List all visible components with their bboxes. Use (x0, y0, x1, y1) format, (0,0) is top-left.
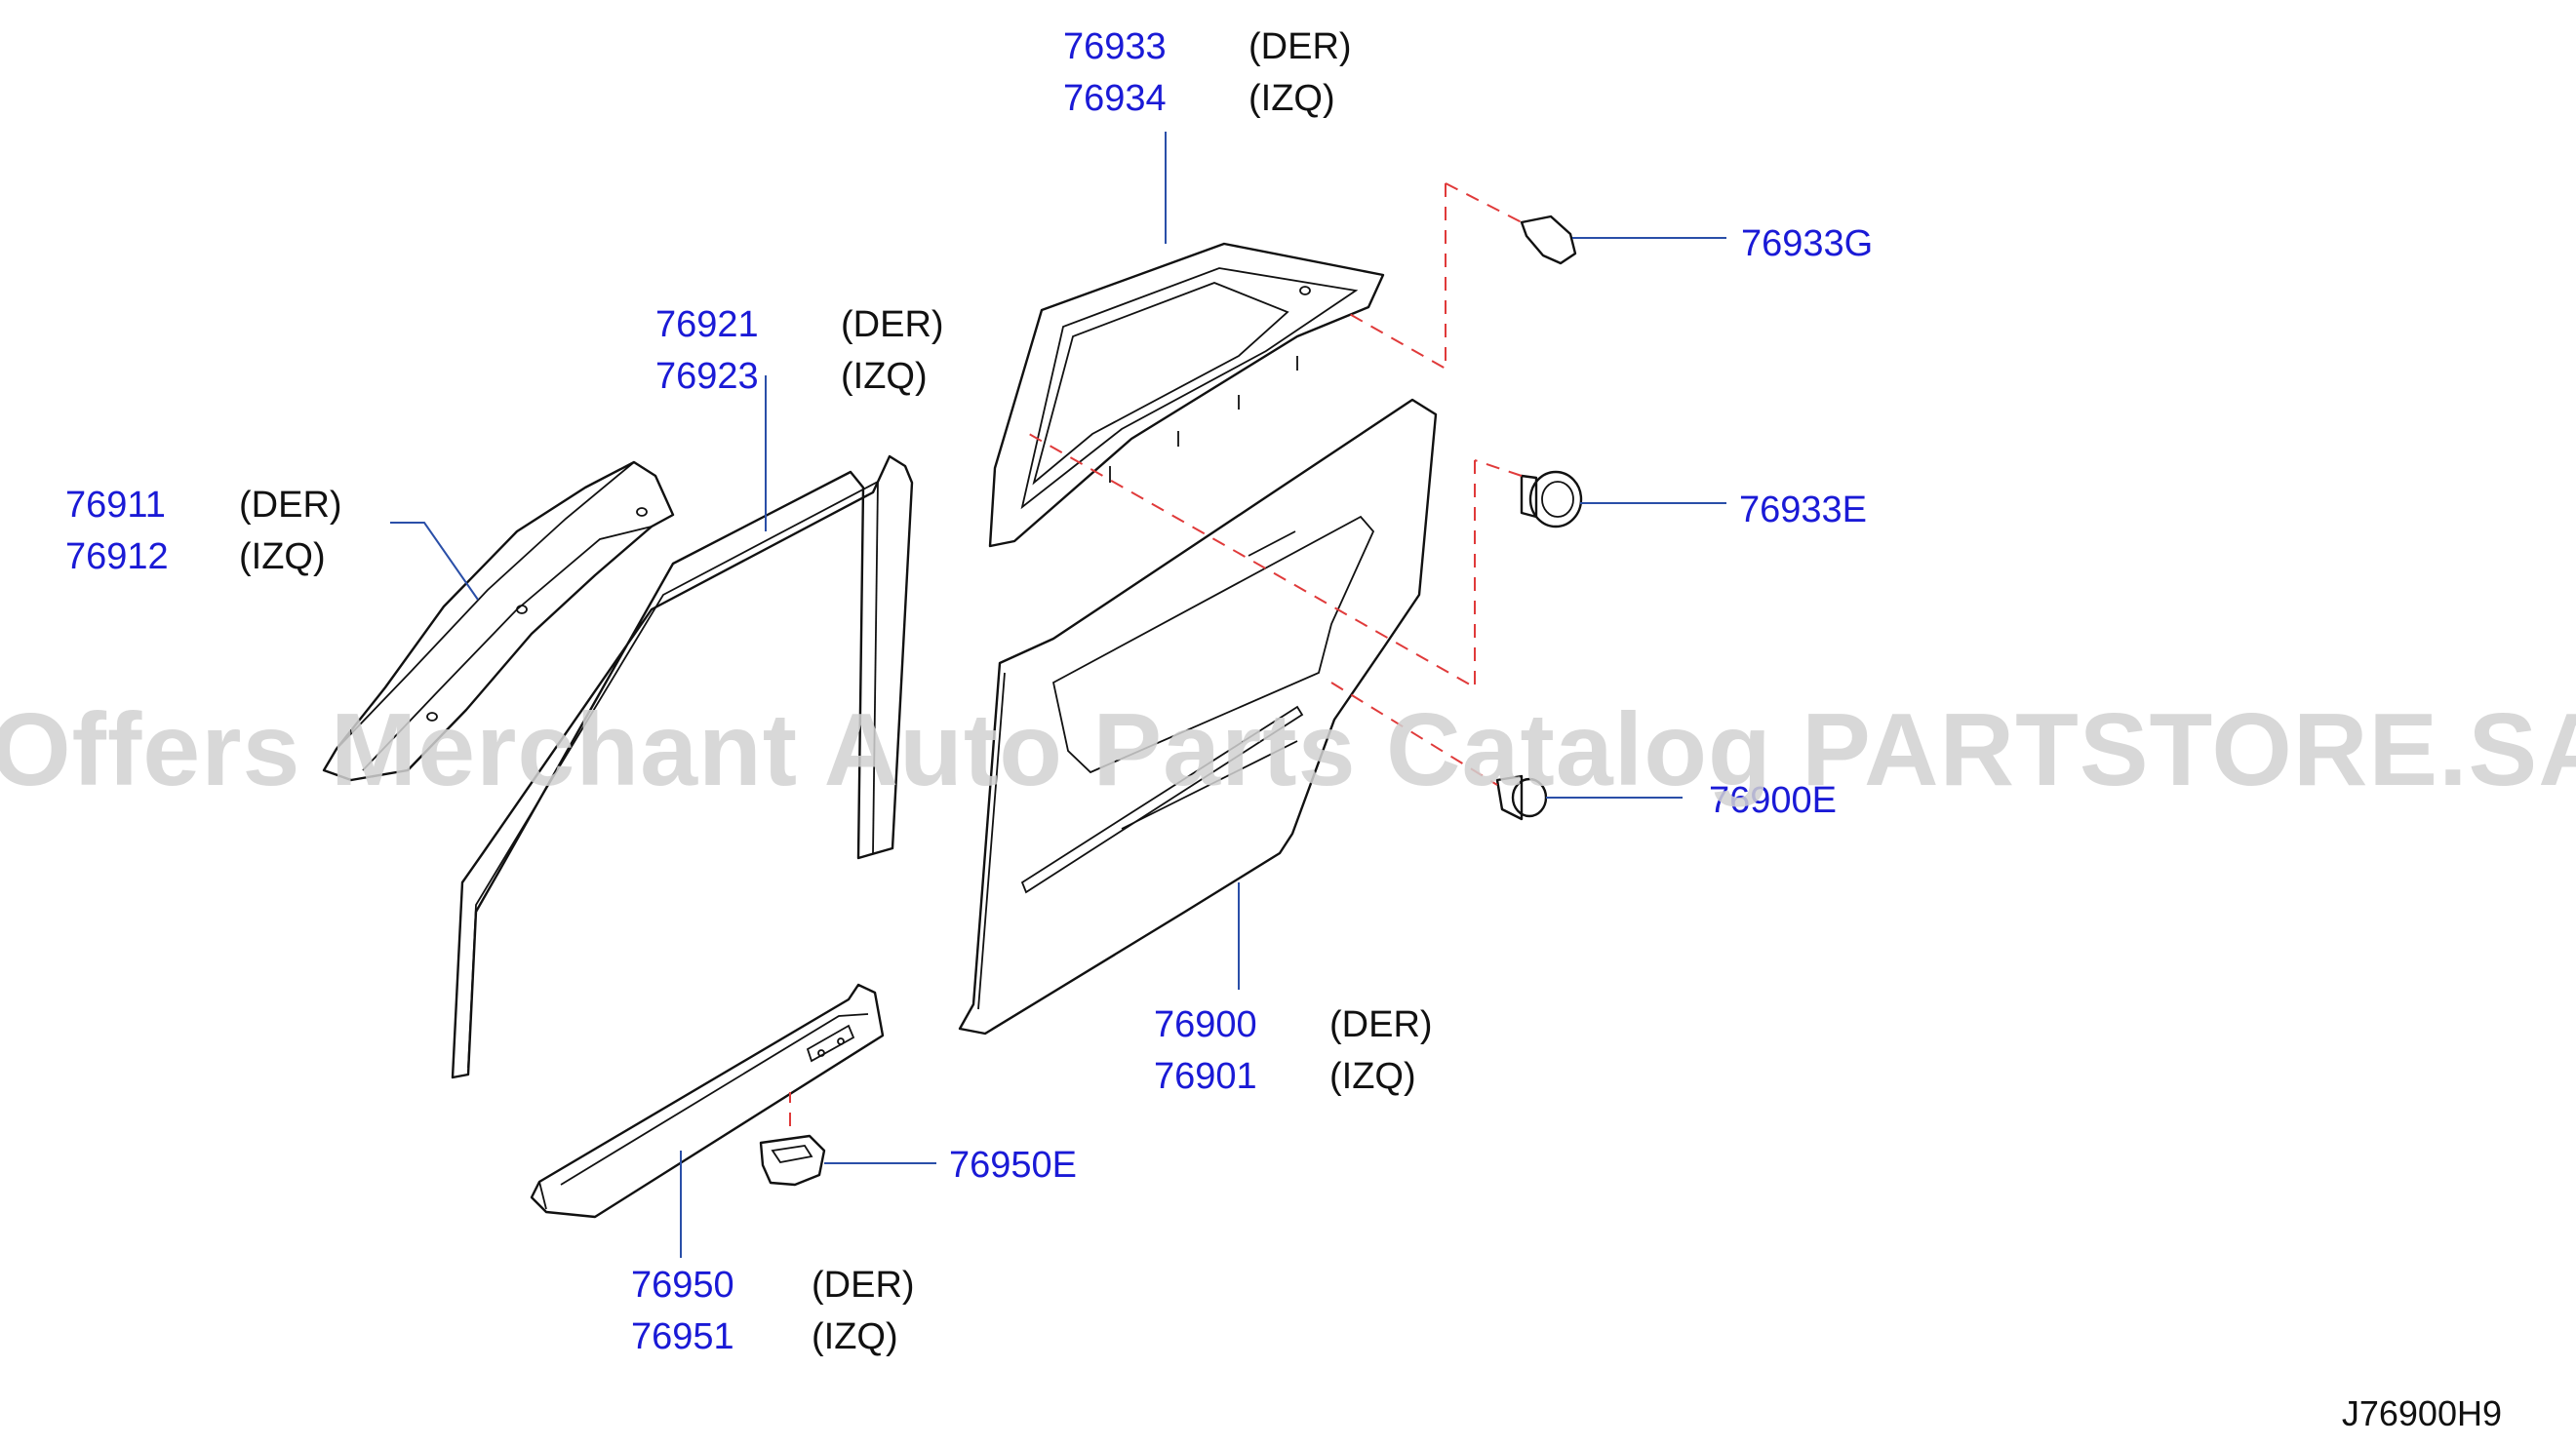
side-label: (IZQ) (1329, 1056, 1416, 1097)
callout-76950E: 76950E (949, 1145, 1077, 1186)
door-trim-panel (958, 398, 1438, 1036)
kicking-plate (530, 983, 885, 1219)
callout-76900: 76900 (DER) 76901 (IZQ) (1154, 1004, 1433, 1097)
upper-door-trim (988, 242, 1385, 548)
door-opening-weatherstrip (451, 454, 914, 1079)
part-number: 76901 (1154, 1056, 1257, 1097)
callout-76900E: 76900E (1709, 780, 1837, 821)
dashed-guides (789, 182, 1523, 1126)
side-label: (DER) (841, 304, 944, 345)
diagram-code: J76900H9 (2342, 1393, 2502, 1433)
front-pillar-garnish (322, 460, 675, 782)
part-number: 76911 (65, 485, 166, 526)
watermark-text: Offers Merchant Auto Parts Catalog PARTS… (0, 692, 2576, 807)
callout-76921: 76921 (DER) 76923 (IZQ) (655, 304, 944, 397)
callout-76933: 76933 (DER) 76934 (IZQ) (1063, 26, 1352, 119)
side-label: (IZQ) (1248, 78, 1335, 119)
side-label: (IZQ) (841, 356, 928, 397)
clip-76933E (1520, 470, 1583, 528)
side-label: (DER) (1248, 26, 1352, 67)
part-number: 76923 (655, 356, 759, 397)
callout-76911: 76911 (DER) 76912 (IZQ) (65, 485, 342, 577)
part-number: 76951 (631, 1316, 734, 1357)
part-number: 76950 (631, 1265, 734, 1306)
side-label: (IZQ) (239, 536, 326, 577)
clip-76933G (1520, 215, 1577, 265)
part-number: 76900 (1154, 1004, 1257, 1045)
side-label: (DER) (1329, 1004, 1433, 1045)
part-number: 76921 (655, 304, 759, 345)
part-number: 76933 (1063, 26, 1167, 67)
part-number: 76934 (1063, 78, 1167, 119)
part-number: 76912 (65, 536, 169, 577)
callout-76933G: 76933G (1741, 223, 1873, 264)
callout-76933E: 76933E (1739, 489, 1867, 530)
clip-76950E (759, 1134, 826, 1187)
side-label: (IZQ) (812, 1316, 898, 1357)
side-label: (DER) (812, 1265, 915, 1306)
side-label: (DER) (239, 485, 342, 526)
callout-76950: 76950 (DER) 76951 (IZQ) (631, 1265, 915, 1357)
leader-lines (390, 132, 1726, 1258)
